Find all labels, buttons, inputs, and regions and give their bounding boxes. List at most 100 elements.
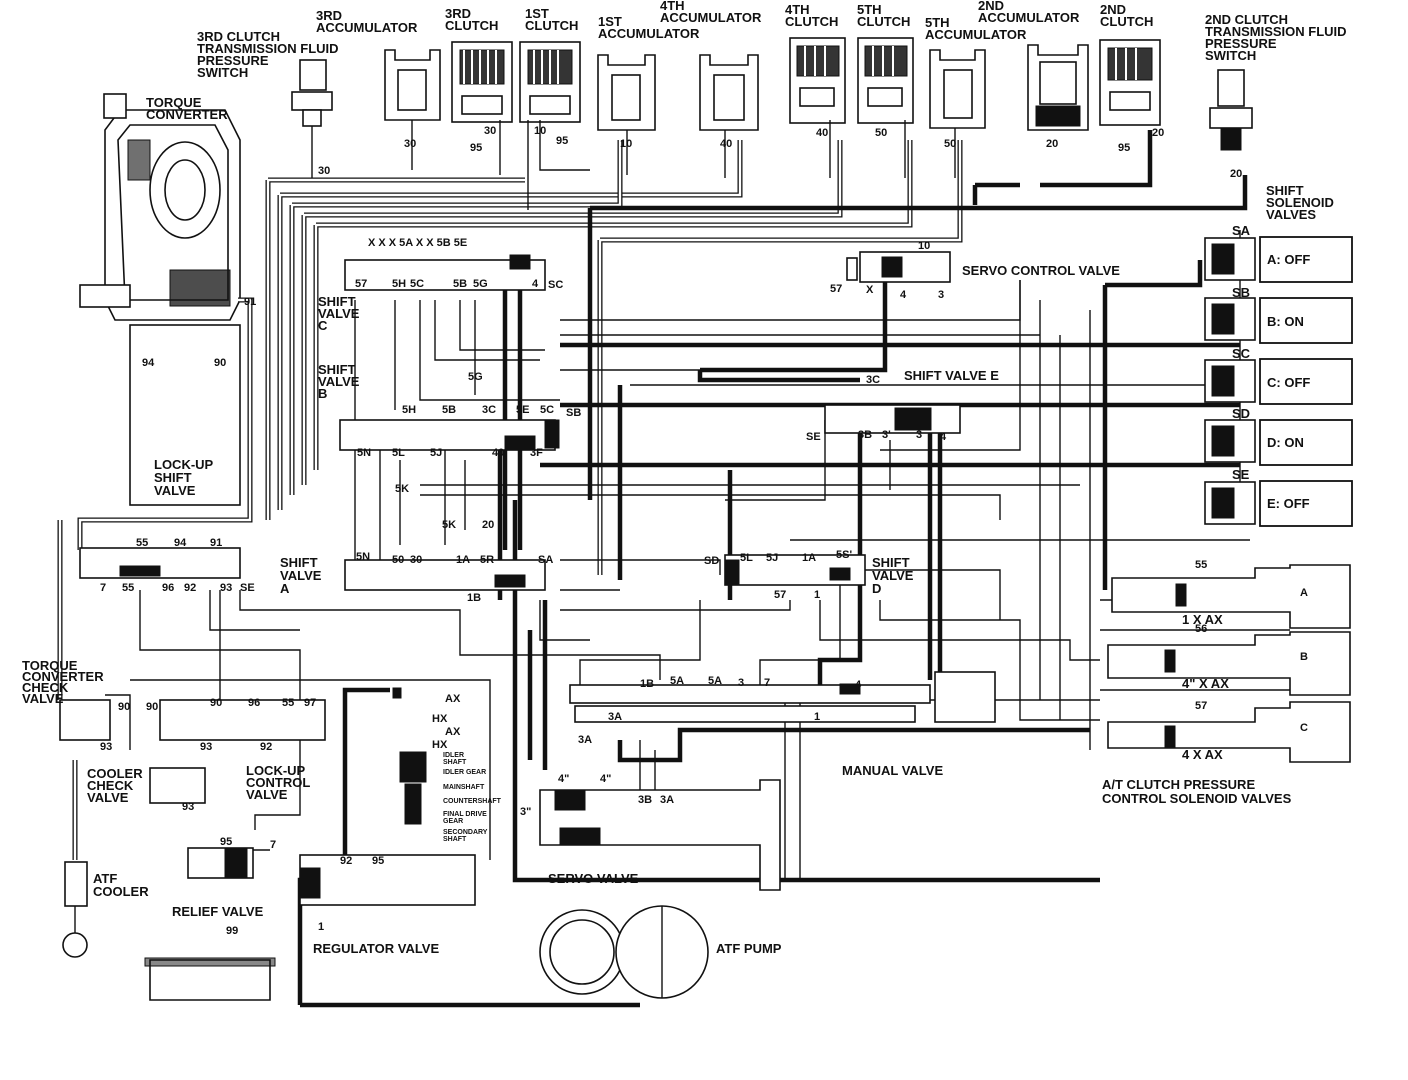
solenoid-state-se: E: OFF [1267, 496, 1310, 511]
acc2-accumulator [1027, 44, 1089, 131]
solenoid-id-sb: SB [1232, 285, 1250, 300]
port-clutch3-switch: 30 [318, 165, 330, 177]
port-sve-4: 4 [940, 431, 947, 443]
acc4-accumulator [699, 54, 759, 131]
clutch1-clutch [519, 41, 581, 123]
port-svb-5c: 5C [540, 404, 554, 416]
lockup-shift-valve-body [79, 547, 241, 579]
pressure-solenoid-port-a: 55 [1195, 559, 1207, 571]
pressure-solenoid-id-c: C [1300, 722, 1308, 734]
port-sve-3b: 3B [858, 429, 872, 441]
pressure-solenoid-port-c: 57 [1195, 700, 1207, 712]
pressure-solenoid-id-b: B [1300, 651, 1308, 663]
port-reg-1: 1 [318, 921, 324, 933]
port-svb-sb: SB [566, 407, 581, 419]
pressure-solenoid-id-a: A [1300, 587, 1308, 599]
port-sva-5r: 5R [480, 554, 494, 566]
port-mv-3a2: 3A [578, 734, 592, 746]
port-clutch1-a: 10 [534, 125, 546, 137]
port-mv-7: 7 [764, 677, 770, 689]
port-reg-92: 92 [340, 855, 352, 867]
port-tccv-93: 93 [100, 741, 112, 753]
port-svb-5e: 5E [516, 404, 529, 416]
port-svd-5s: 5S' [836, 549, 852, 561]
port-acc4: 40 [720, 138, 732, 150]
solenoid-state-sd: D: ON [1267, 435, 1304, 450]
shaft-label-3: HX [432, 739, 448, 751]
port-lcv-90b: 90 [210, 697, 222, 709]
label-relief-valve: RELIEF VALVE [172, 904, 264, 919]
port-acc3: 30 [404, 138, 416, 150]
port-sve-3c: 3C [866, 374, 880, 386]
port-mv-5a2: 5A [708, 675, 722, 687]
port-lsv-55b: 55 [122, 582, 134, 594]
port-svd-57: 57 [774, 589, 786, 601]
regulator-valve-body [299, 854, 476, 906]
port-sv-4pp: 4" [558, 773, 569, 785]
port-reg-95: 95 [372, 855, 384, 867]
port-ccv-93: 93 [182, 801, 194, 813]
label-servo-control-valve: SERVO CONTROL VALVE [962, 263, 1120, 278]
port-sva-sa: SA [538, 554, 553, 566]
port-servo-in: 10 [918, 240, 930, 252]
port-svd-sd: SD [704, 555, 719, 567]
pressure-solenoid-marks-c: 4 X AX [1182, 747, 1223, 762]
port-mv-1: 1 [814, 711, 820, 723]
port-svb-3f: 3F [530, 447, 543, 459]
port-lcv-96: 96 [248, 697, 260, 709]
port-lsv-7: 7 [100, 582, 106, 594]
port-mv-3: 3 [738, 677, 744, 689]
port-lsv-94: 94 [174, 537, 187, 549]
port-sva-50: 50 [392, 554, 404, 566]
solenoid-id-se: SE [1232, 467, 1250, 482]
port-lcv-97: 97 [304, 697, 316, 709]
port-clutch2-switch: 20 [1230, 168, 1242, 180]
port-tc-c: 90 [214, 357, 226, 369]
shift-solenoid-group [1204, 237, 1256, 525]
port-sve-3: 3 [916, 429, 922, 441]
port-svb-5l: 5L [392, 447, 405, 459]
port-svd-5j: 5J [766, 552, 778, 564]
port-svc-57: 57 [355, 278, 367, 290]
port-lcv-90a: 90 [146, 701, 158, 713]
port-svb-5n: 5N [357, 447, 371, 459]
port-acc2: 20 [1046, 138, 1058, 150]
port-svd-1: 1 [814, 589, 820, 601]
port-svd-1a: 1A [802, 552, 816, 564]
port-sva-1a: 1A [456, 554, 470, 566]
port-lsv-91: 91 [210, 537, 222, 549]
solenoid-id-sc: SC [1232, 346, 1251, 361]
shaft-label-2: AX [445, 726, 461, 738]
port-lsv-93: 93 [220, 582, 232, 594]
port-clutch2-b: 20 [1152, 127, 1164, 139]
servo-valve-body [539, 779, 781, 891]
pressure-solenoid-marks-b: 4" X AX [1182, 676, 1229, 691]
clutch5-clutch [857, 37, 914, 124]
shift-valve-b-body [339, 419, 560, 451]
port-lsv-92: 92 [184, 582, 196, 594]
shift-valve-a-body [344, 559, 546, 591]
solenoid-id-sa: SA [1232, 223, 1251, 238]
atf-cooler-body [62, 861, 88, 958]
acc5-accumulator [929, 49, 986, 129]
solenoid-box-d [1259, 419, 1353, 466]
solenoid-box-c [1259, 358, 1353, 405]
port-acc1: 10 [620, 138, 632, 150]
shaft-tag-bars [392, 687, 427, 825]
port-sv-4pp2: 4" [600, 773, 611, 785]
label-manual-valve: MANUAL VALVE [842, 763, 943, 778]
